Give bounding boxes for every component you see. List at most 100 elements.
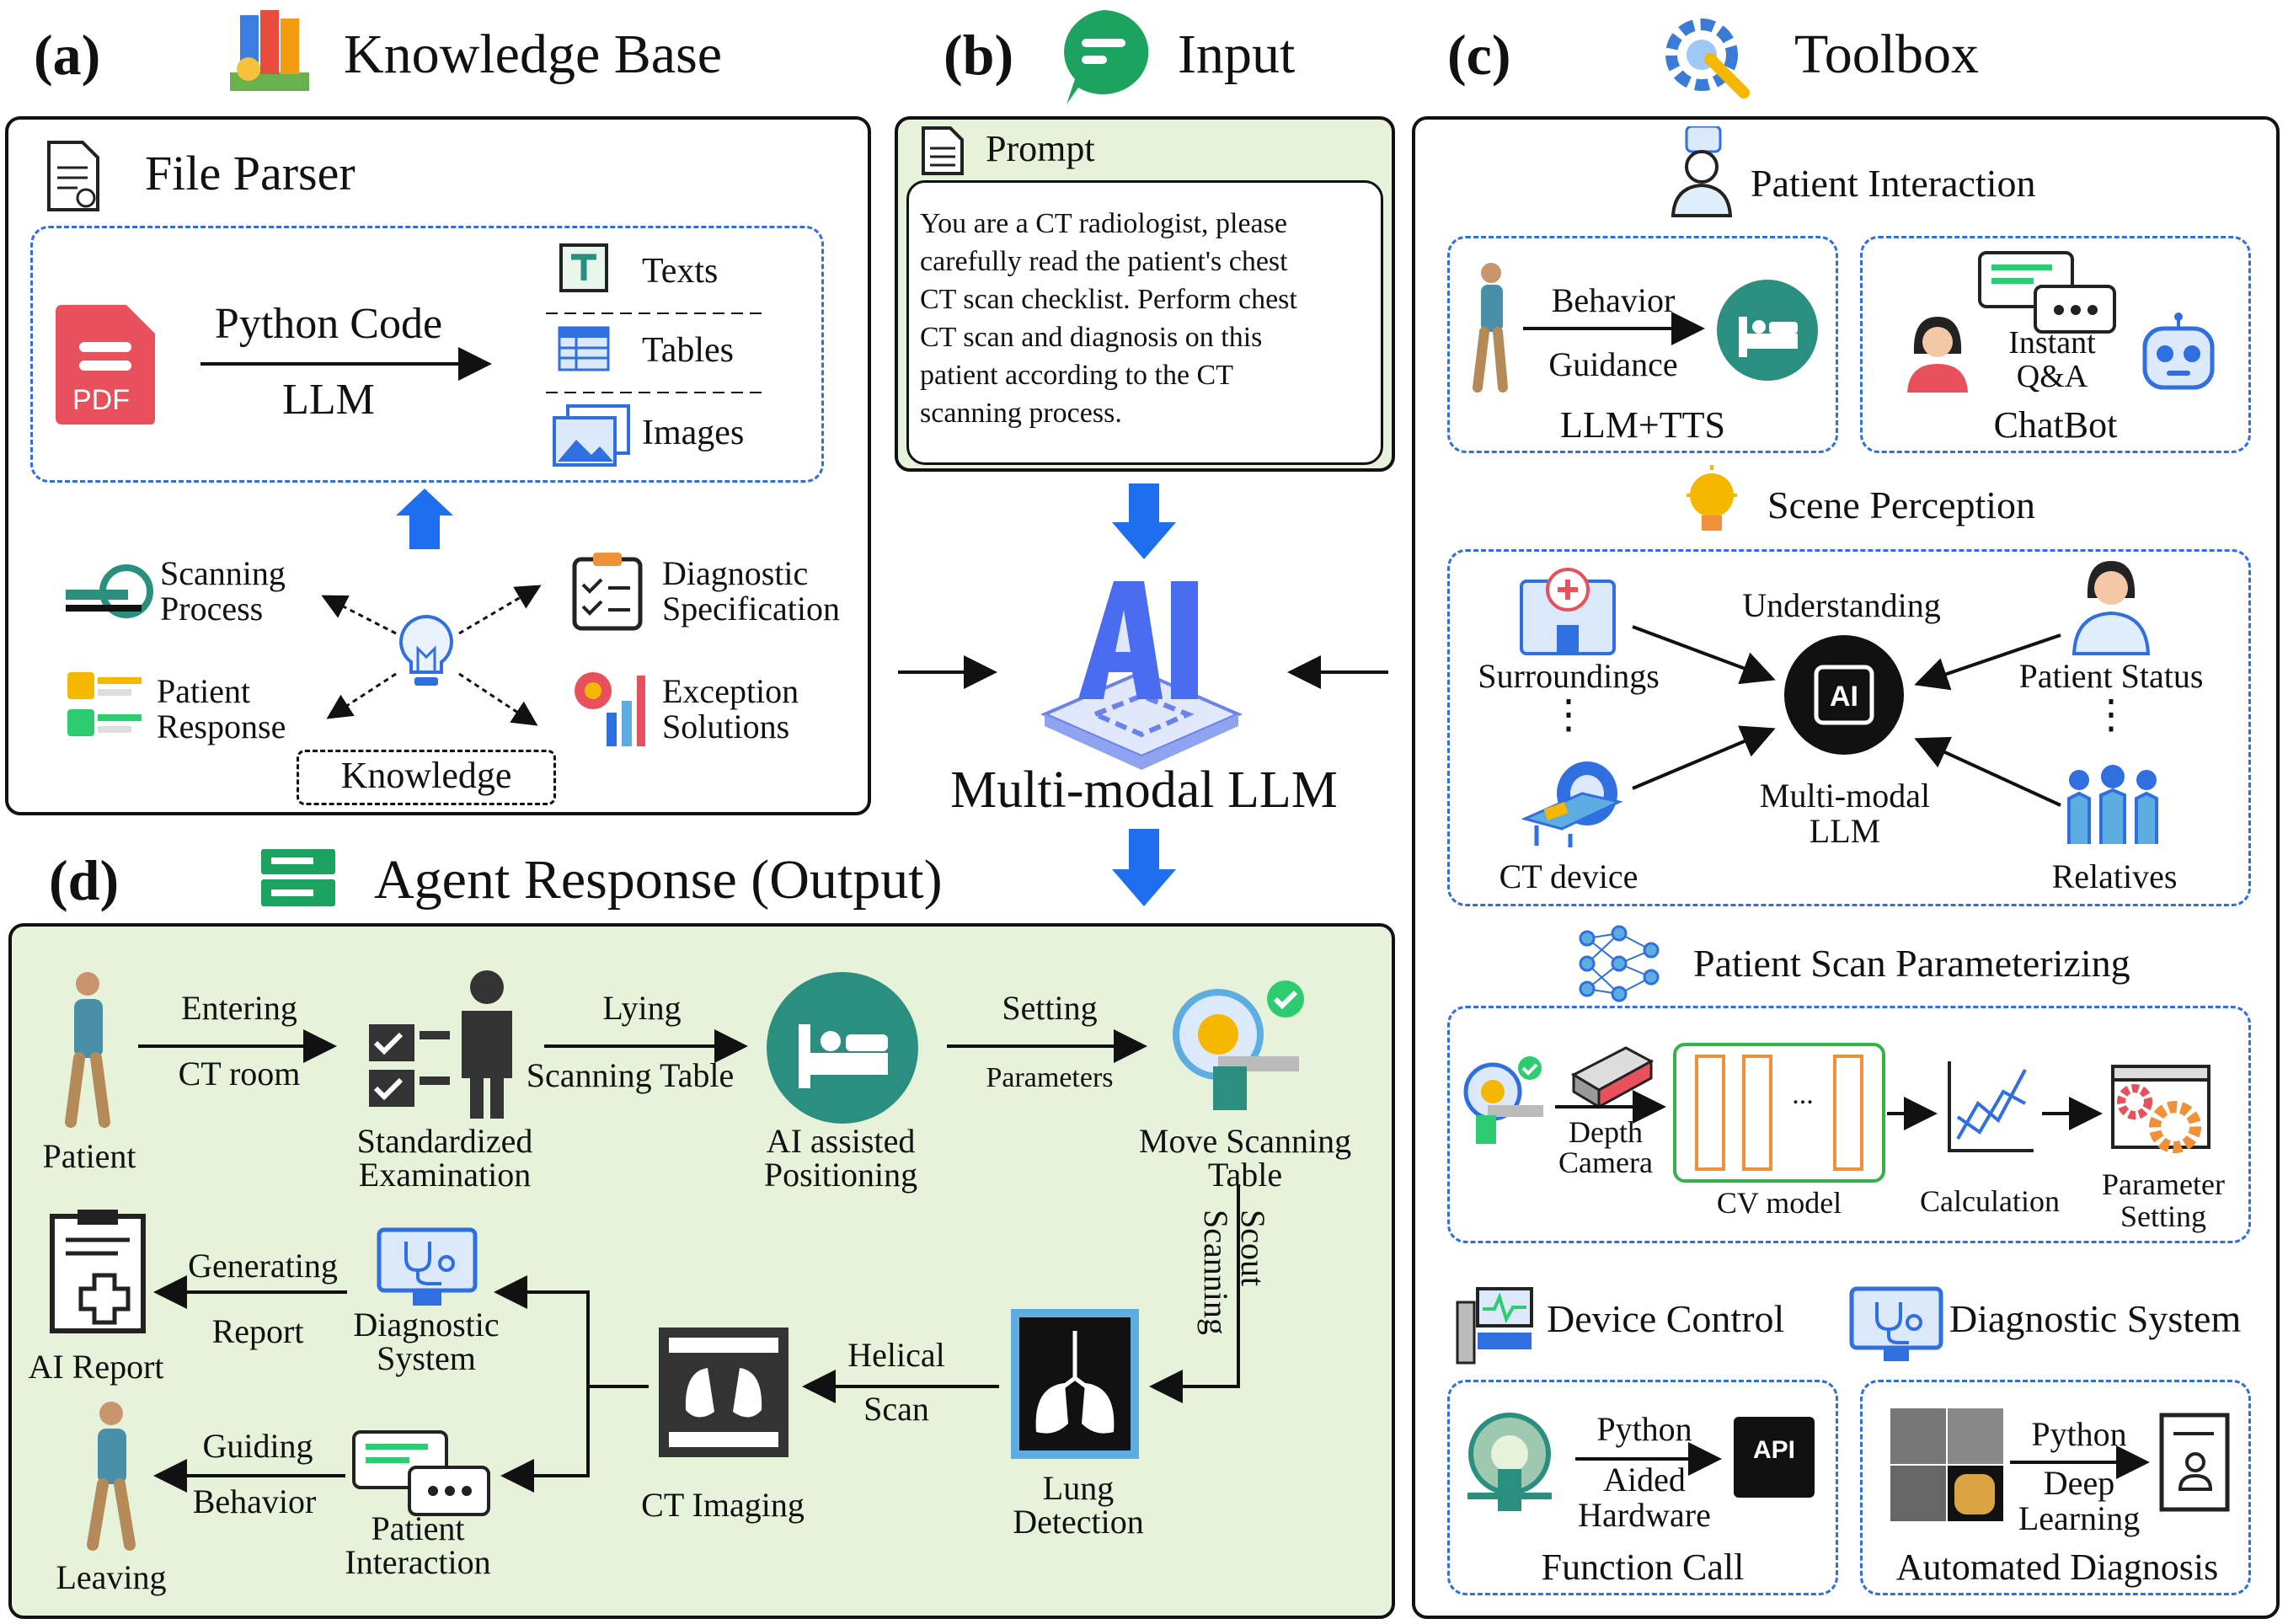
exception-solutions-l2: Solutions xyxy=(662,708,790,745)
line-chart-icon xyxy=(1948,1061,2034,1152)
dc-python-label: Python xyxy=(1596,1410,1692,1448)
ct-slice-3 xyxy=(1890,1466,1946,1521)
panel-d-letter: (d) xyxy=(49,848,120,912)
ct-imaging-label: CT Imaging xyxy=(641,1486,805,1524)
parameters-label: Parameters xyxy=(986,1062,1114,1093)
center-llm-l1: Multi-modal xyxy=(1759,777,1931,815)
patient-interaction-title: Patient Interaction xyxy=(1751,162,2036,205)
monitor-equipment-icon xyxy=(1456,1287,1533,1365)
knowledge-arrow-scanning xyxy=(321,595,397,635)
leaving-label: Leaving xyxy=(56,1558,167,1596)
gear-wrench-icon xyxy=(1665,19,1750,99)
blue-up-arrow xyxy=(396,489,453,549)
patient-status-ellipsis: ⋮ xyxy=(2091,692,2131,737)
diagnostic-system-l1: Diagnostic xyxy=(353,1306,500,1344)
text-icon xyxy=(559,243,608,292)
panel-b-title: Input xyxy=(1178,24,1296,85)
scanner-icon xyxy=(66,564,153,618)
patient-interaction-l2: Interaction xyxy=(345,1543,491,1581)
generating-label: Generating xyxy=(188,1247,338,1285)
surroundings-label: Surroundings xyxy=(1478,657,1660,695)
diagnostic-system-box xyxy=(1860,1380,2251,1595)
prompt-line-5: patient according to the CT xyxy=(920,360,1233,391)
chatbot-label: ChatBot xyxy=(1993,404,2118,446)
patient-interaction-l1: Patient xyxy=(371,1509,465,1547)
ct-scanner-check-icon xyxy=(1173,980,1304,1110)
relatives-group-icon xyxy=(2067,765,2158,844)
behavior-label: Behavior xyxy=(1551,281,1676,319)
report-label: Report xyxy=(211,1312,304,1350)
device-control-title: Device Control xyxy=(1547,1297,1785,1340)
guiding-label: Guiding xyxy=(202,1427,313,1465)
chat-bubble-icon xyxy=(1064,10,1149,104)
qa-form-icon xyxy=(261,849,335,906)
lightbulb-icon xyxy=(399,614,453,686)
ds-python-label: Python xyxy=(2031,1415,2127,1453)
checklist-person-icon xyxy=(369,970,512,1119)
clipboard-check-icon xyxy=(572,553,643,631)
ct-slice-2 xyxy=(1948,1408,2003,1464)
idea-bulb-icon xyxy=(1687,465,1737,531)
panel-c-title: Toolbox xyxy=(1794,24,1980,85)
knowledge-arrow-patient xyxy=(326,672,397,719)
python-code-label: Python Code xyxy=(214,300,443,348)
prompt-line-3: CT scan checklist. Perform chest xyxy=(920,284,1297,315)
center-llm-l2: LLM xyxy=(1809,812,1881,850)
dc-aided-label: Aided xyxy=(1603,1461,1686,1498)
knowledge-arrow-exception xyxy=(458,672,538,726)
report-document-icon xyxy=(2159,1413,2230,1512)
automated-diagnosis-label: Automated Diagnosis xyxy=(1895,1547,2219,1588)
knowledge-base-panel xyxy=(5,116,871,815)
api-icon xyxy=(1734,1417,1815,1498)
qa-label: Q&A xyxy=(2016,359,2088,394)
scout-scan-arrow xyxy=(1149,1184,1240,1403)
relatives-arrow xyxy=(1914,736,2061,807)
cv-dots: ... xyxy=(1792,1079,1814,1110)
to-interaction-arrow xyxy=(500,1386,590,1493)
agent-response-panel xyxy=(8,923,1395,1619)
woman-avatar-icon xyxy=(1907,317,1968,393)
ct-imaging-icon xyxy=(659,1328,789,1457)
prompt-line-6: scanning process. xyxy=(920,398,1122,429)
lying-label: Lying xyxy=(602,989,682,1027)
patient-interaction-chat-icon xyxy=(352,1430,490,1516)
hospital-building-icon xyxy=(1520,568,1616,655)
ct-room-label: CT room xyxy=(178,1055,301,1092)
helical-label: Helical xyxy=(847,1336,945,1374)
patient-status-arrow xyxy=(1914,633,2061,691)
ai-positioning-l2: Positioning xyxy=(763,1156,918,1194)
function-call-label: Function Call xyxy=(1541,1547,1745,1588)
mri-machine-icon xyxy=(1467,1413,1552,1511)
document-search-icon xyxy=(47,141,99,211)
patient-response-l2: Response xyxy=(157,708,286,745)
ai-bed-icon xyxy=(767,972,918,1124)
prompt-title: Prompt xyxy=(986,128,1095,169)
knowledge-box xyxy=(297,750,556,805)
knowledge-arrow-diagnostic xyxy=(458,585,542,635)
panel-a-title: Knowledge Base xyxy=(344,24,723,85)
panel-c-letter: (c) xyxy=(1447,23,1511,87)
diagnostic-monitor-output-icon xyxy=(377,1227,478,1306)
scanning-table-label: Scanning Table xyxy=(526,1056,735,1094)
entering-label: Entering xyxy=(181,989,297,1027)
tables-label: Tables xyxy=(642,331,735,370)
chat-bubbles-icon xyxy=(1978,251,2116,334)
instant-label: Instant xyxy=(2008,325,2096,361)
panel-a-letter: (a) xyxy=(34,23,101,87)
patient-status-label: Patient Status xyxy=(2018,657,2204,695)
texts-label: Texts xyxy=(642,252,719,291)
patient-walking-icon xyxy=(65,972,110,1128)
ct-check-icon xyxy=(1463,1056,1543,1144)
prompt-line-2: carefully read the patient's chest xyxy=(920,246,1288,277)
calculation-label: Calculation xyxy=(1920,1184,2060,1218)
llm-tts-box xyxy=(1447,236,1838,453)
blue-down-arrow-bottom xyxy=(1112,829,1176,906)
pdf-icon xyxy=(56,305,155,425)
cv-model-box xyxy=(1673,1043,1885,1183)
ai-platform-icon xyxy=(1040,581,1243,770)
images-label: Images xyxy=(642,414,745,452)
cv-layer-2 xyxy=(1742,1055,1772,1171)
llm-label: LLM xyxy=(282,376,375,424)
bulb-chart-icon xyxy=(575,672,645,746)
blue-down-arrow-top xyxy=(1112,483,1176,559)
